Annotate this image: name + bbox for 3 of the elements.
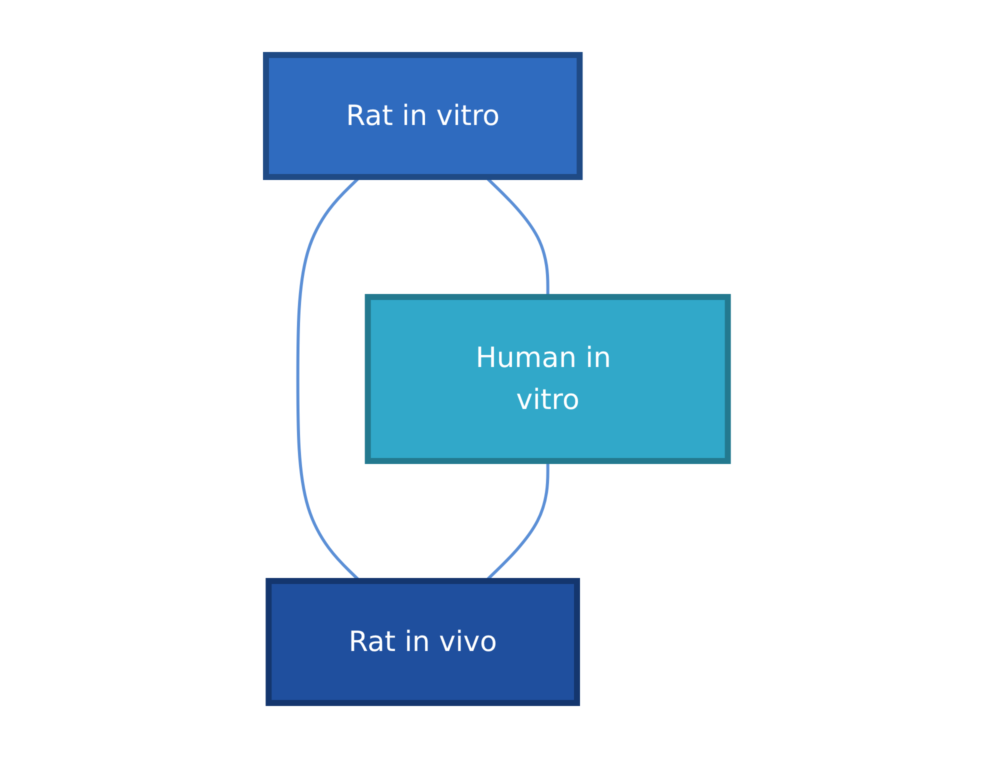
node-box: Rat in vitro xyxy=(262,52,582,180)
node-box: Rat in vivo xyxy=(265,578,580,706)
node-box: Human in vitro xyxy=(364,294,730,464)
